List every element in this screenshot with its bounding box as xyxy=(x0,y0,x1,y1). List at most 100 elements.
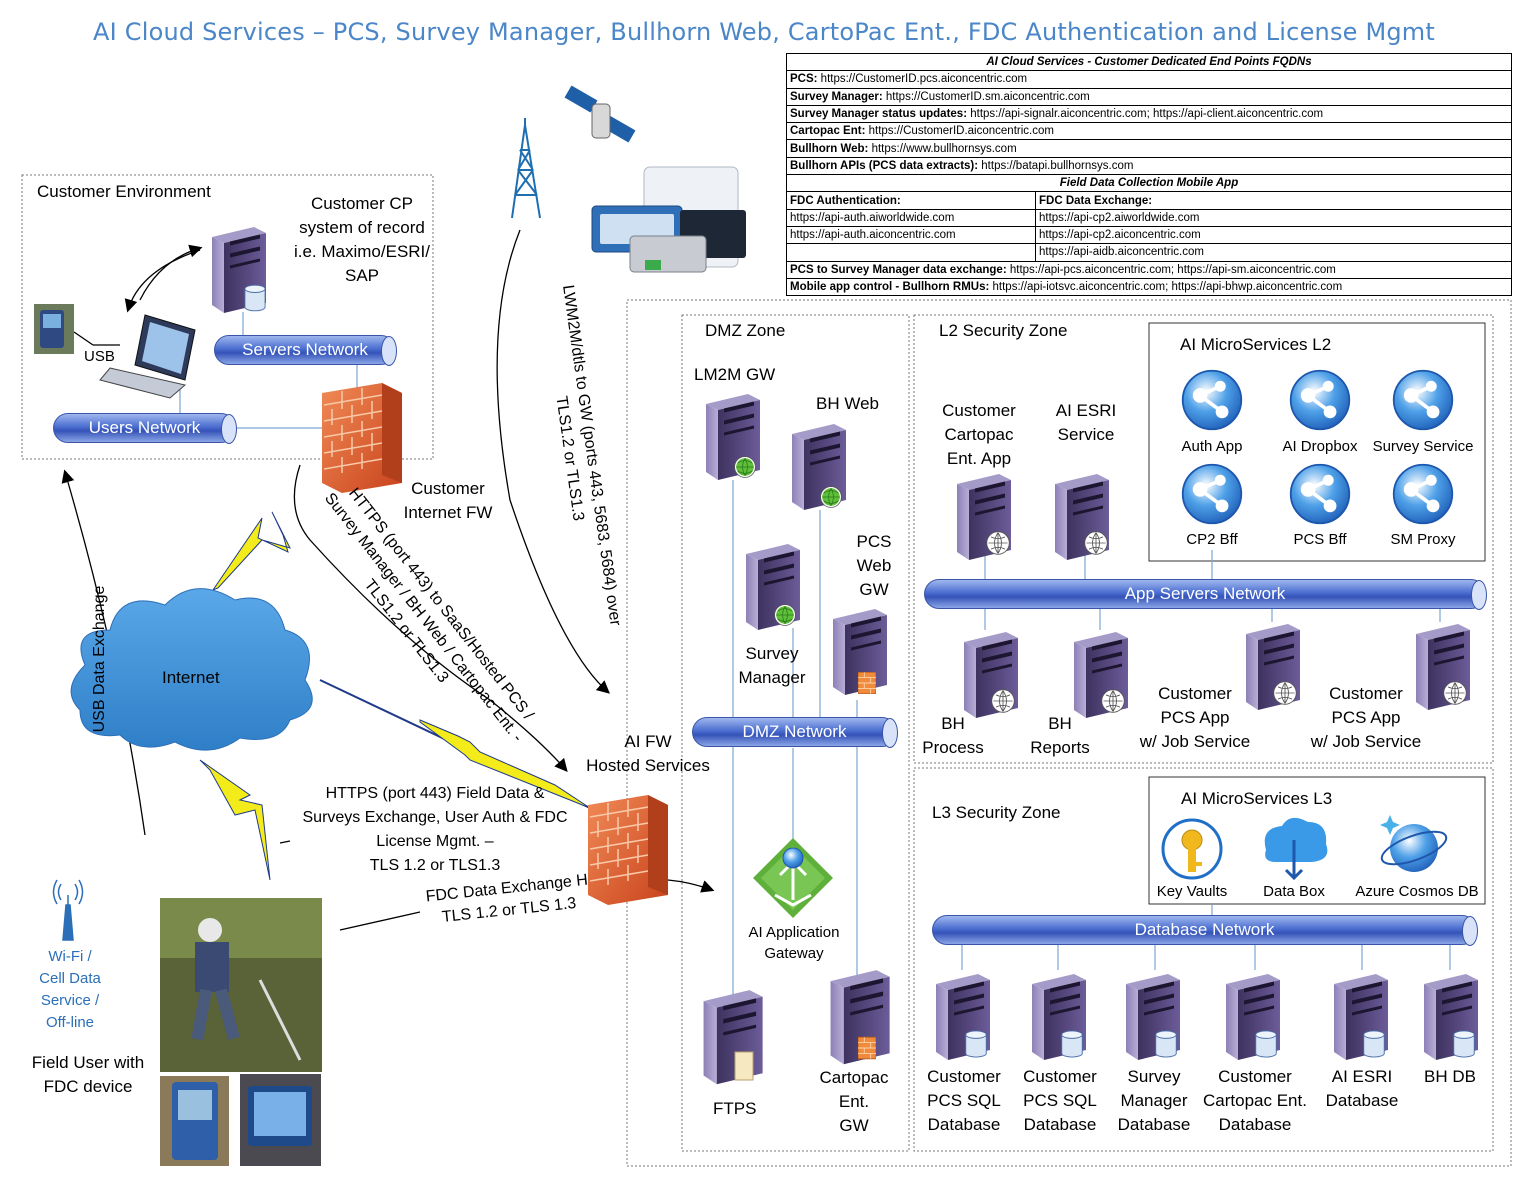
dmz-zone-title: DMZ Zone xyxy=(705,321,786,340)
cp2-bff-label: CP2 Bff xyxy=(1186,531,1238,548)
fqdn-row: Mobile app control - Bullhorn RMUs: http… xyxy=(786,277,1512,297)
key-vaults-icon xyxy=(1161,818,1223,880)
pcs-web-gw-label: PCS Web GW xyxy=(856,532,892,599)
customer-firewall-label: Customer Internet FW xyxy=(403,479,493,522)
auth-app-label: Auth App xyxy=(1181,438,1243,455)
usb-data-exchange-label: USB Data Exchange xyxy=(91,585,108,733)
fqdn-row: Bullhorn APIs (PCS data extracts): https… xyxy=(786,156,1512,176)
pcs-app2-label: Customer PCS App w/ Job Service xyxy=(1310,684,1422,751)
laptop-icon xyxy=(99,314,196,399)
ai-dropbox-label: AI Dropbox xyxy=(1282,438,1358,455)
data-box-icon xyxy=(1264,817,1328,881)
fdc-handheld-photo xyxy=(160,1076,229,1166)
ai-firewall-label: AI FW Hosted Services xyxy=(586,732,710,775)
rmu-devices-image xyxy=(591,166,746,273)
lm2m-globe-icon xyxy=(734,456,756,478)
ai-cloud-box xyxy=(626,299,1512,1167)
bh-process-globe-icon xyxy=(991,689,1015,713)
diagram-title: AI Cloud Services – PCS, Survey Manager,… xyxy=(93,18,1435,46)
ai-dropbox-icon xyxy=(1288,368,1352,432)
fdc-auth-header: FDC Authentication: xyxy=(786,191,1036,210)
fqdn-row: PCS: https://CustomerID.pcs.aiconcentric… xyxy=(786,70,1512,89)
ftps-label: FTPS xyxy=(713,1099,757,1118)
database-network: Database Network xyxy=(932,915,1478,946)
customer-cp-db-icon xyxy=(244,284,266,312)
fqdn-row: PCS to Survey Manager data exchange: htt… xyxy=(786,260,1512,279)
dmz-network: DMZ Network xyxy=(692,717,898,748)
cp2-bff-icon xyxy=(1180,462,1244,526)
pcs-app2-globe-icon xyxy=(1443,681,1467,705)
azure-cosmos-db-icon xyxy=(1380,815,1448,872)
db5-cyl-icon xyxy=(1363,1030,1385,1058)
sm-proxy-label: SM Proxy xyxy=(1390,531,1456,548)
fdc-cell: https://api-auth.aiconcentric.com xyxy=(786,225,1036,245)
l3-zone-title: L3 Security Zone xyxy=(932,803,1061,822)
cell-tower-icon xyxy=(511,118,541,219)
ftps-server-icon xyxy=(703,990,763,1085)
db2-cyl-icon xyxy=(1061,1030,1083,1058)
customer-environment-box xyxy=(21,174,434,460)
cartopac-app-label: Customer Cartopac Ent. App xyxy=(942,401,1016,468)
survey-manager-globe-icon xyxy=(774,604,796,626)
cartopac-gw-fw-icon xyxy=(858,1036,876,1060)
pcs-bff-icon xyxy=(1288,462,1352,526)
app-gateway-label: AI Application Gateway xyxy=(748,924,840,962)
db1-cyl-icon xyxy=(965,1030,987,1058)
servers-network: Servers Network xyxy=(214,335,397,366)
users-network: Users Network xyxy=(53,413,237,444)
dmz-zone-box xyxy=(681,314,910,1152)
field-user-label: Field User with FDC device xyxy=(31,1053,145,1096)
customer-environment-title: Customer Environment xyxy=(37,182,211,201)
lightning-bolts xyxy=(199,511,591,881)
l2-zone-box xyxy=(913,314,1494,764)
fdc-header: Field Data Collection Mobile App xyxy=(786,174,1512,193)
bh-web-globe-icon xyxy=(820,486,842,508)
wifi-antenna-icon xyxy=(52,879,84,941)
sm-proxy-icon xyxy=(1391,462,1455,526)
fdc-cell: https://api-cp2.aiconcentric.com xyxy=(1035,225,1512,245)
cartopac-gw-label: Cartopac Ent. GW xyxy=(819,1068,889,1135)
fdc-tablet-photo xyxy=(240,1074,321,1166)
cartopac-app-globe-icon xyxy=(986,531,1010,555)
microservices-l2-title: AI MicroServices L2 xyxy=(1180,335,1332,354)
l3-zone-box xyxy=(913,767,1494,1152)
lm2m-gw-label: LM2M GW xyxy=(694,365,776,384)
auth-app-icon xyxy=(1180,368,1244,432)
db6-cyl-icon xyxy=(1453,1030,1475,1058)
fdc-exchange-header: FDC Data Exchange: xyxy=(1035,191,1512,210)
survey-manager-label: Survey Manager xyxy=(738,644,806,687)
usb-label: USB xyxy=(84,348,115,365)
bh-reports-globe-icon xyxy=(1101,689,1125,713)
fqdn-row: Survey Manager status updates: https://a… xyxy=(786,104,1512,124)
wifi-label: Wi-Fi / Cell Data Service / Off-line xyxy=(39,948,101,1031)
fqdn-row: Survey Manager: https://CustomerID.sm.ai… xyxy=(786,87,1512,106)
pcs-web-gw-fw-icon xyxy=(858,672,876,694)
fdc-cell: https://api-cp2.aiworldwide.com xyxy=(1035,208,1512,227)
fdc-cell: https://api-auth.aiworldwide.com xyxy=(786,208,1036,227)
db3-cyl-icon xyxy=(1155,1030,1177,1058)
fdc-cell xyxy=(786,243,1036,262)
handheld-device-icon xyxy=(34,304,74,354)
flow-arrows xyxy=(61,229,715,931)
app-servers-network: App Servers Network xyxy=(924,579,1487,610)
app-gateway-icon xyxy=(753,838,833,918)
fqdn-row: Bullhorn Web: https://www.bullhornsys.co… xyxy=(786,139,1512,158)
db4-cyl-icon xyxy=(1255,1030,1277,1058)
db-label: BH DB xyxy=(1424,1067,1476,1086)
bh-web-label: BH Web xyxy=(816,394,879,413)
bh-reports-label: BH Reports xyxy=(1030,714,1090,757)
internet-label: Internet xyxy=(162,668,220,687)
internet-cloud xyxy=(70,588,313,751)
pcs-bff-label: PCS Bff xyxy=(1293,531,1347,548)
pcs-app1-globe-icon xyxy=(1273,681,1297,705)
fqdn-row: Cartopac Ent: https://CustomerID.aiconce… xyxy=(786,122,1512,141)
key-vaults-label: Key Vaults xyxy=(1156,883,1228,900)
esri-service-label: AI ESRI Service xyxy=(1055,401,1117,444)
survey-service-icon xyxy=(1391,368,1455,432)
